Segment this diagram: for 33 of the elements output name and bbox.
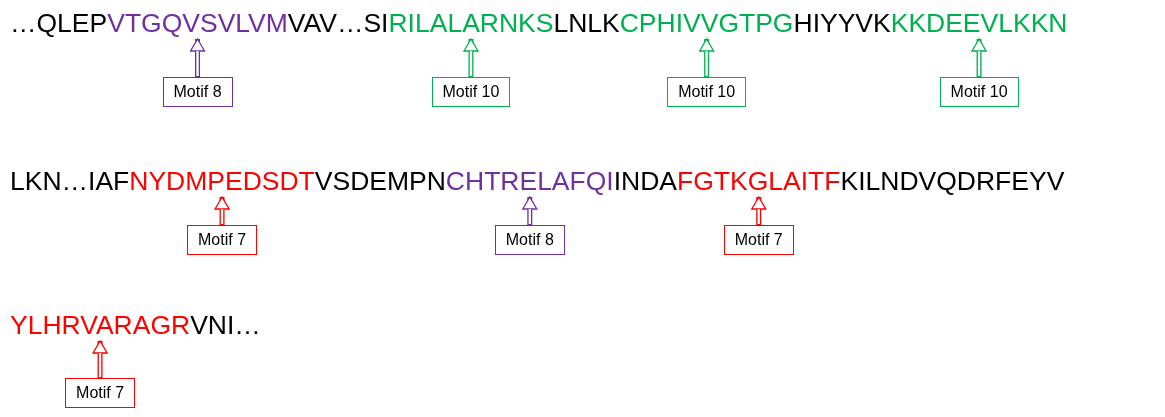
motif-sequence: NYDMPEDSDT [129, 166, 315, 196]
motif-sequence: CPHIVVGTPG [619, 8, 794, 38]
sequence-text: VAV…SI [287, 8, 389, 38]
arrow [92, 340, 108, 378]
arrow [463, 38, 479, 77]
arrow [214, 196, 230, 225]
motif-label: Motif 7 [187, 225, 258, 255]
sequence-text: LKN…IAF [10, 166, 130, 196]
motif-sequence: KKDEEVLKKN [890, 8, 1068, 38]
sequence-text: LNLK [553, 8, 620, 38]
motif-label: Motif 7 [65, 378, 136, 408]
arrow [522, 196, 538, 225]
sequence-text: …QLEP [10, 8, 108, 38]
motif-label: Motif 8 [494, 225, 565, 255]
sequence-text: HIYYVK [793, 8, 891, 38]
sequence-text: VSDEMPN [314, 166, 446, 196]
motif-sequence: RILALARNKS [388, 8, 554, 38]
motif-label: Motif 10 [939, 77, 1019, 107]
sequence-text: VNI… [190, 310, 261, 340]
motif-label: Motif 10 [667, 77, 747, 107]
motif-label: Motif 8 [162, 77, 233, 107]
motif-sequence: FGTKGLAITF [677, 166, 841, 196]
motif-sequence: CHTRELAFQI [445, 166, 614, 196]
sequence-text: INDA [613, 166, 678, 196]
motif-label: Motif 7 [723, 225, 794, 255]
arrow [751, 196, 767, 225]
motif-label: Motif 10 [431, 77, 511, 107]
arrow [189, 38, 206, 77]
motif-sequence: YLHRVARAGR [10, 310, 191, 340]
arrow [698, 38, 715, 77]
motif-sequence: VTGQVSVLVM [107, 8, 288, 38]
sequence-text: KILNDVQDRFEYV [840, 166, 1065, 196]
arrow [971, 38, 987, 77]
